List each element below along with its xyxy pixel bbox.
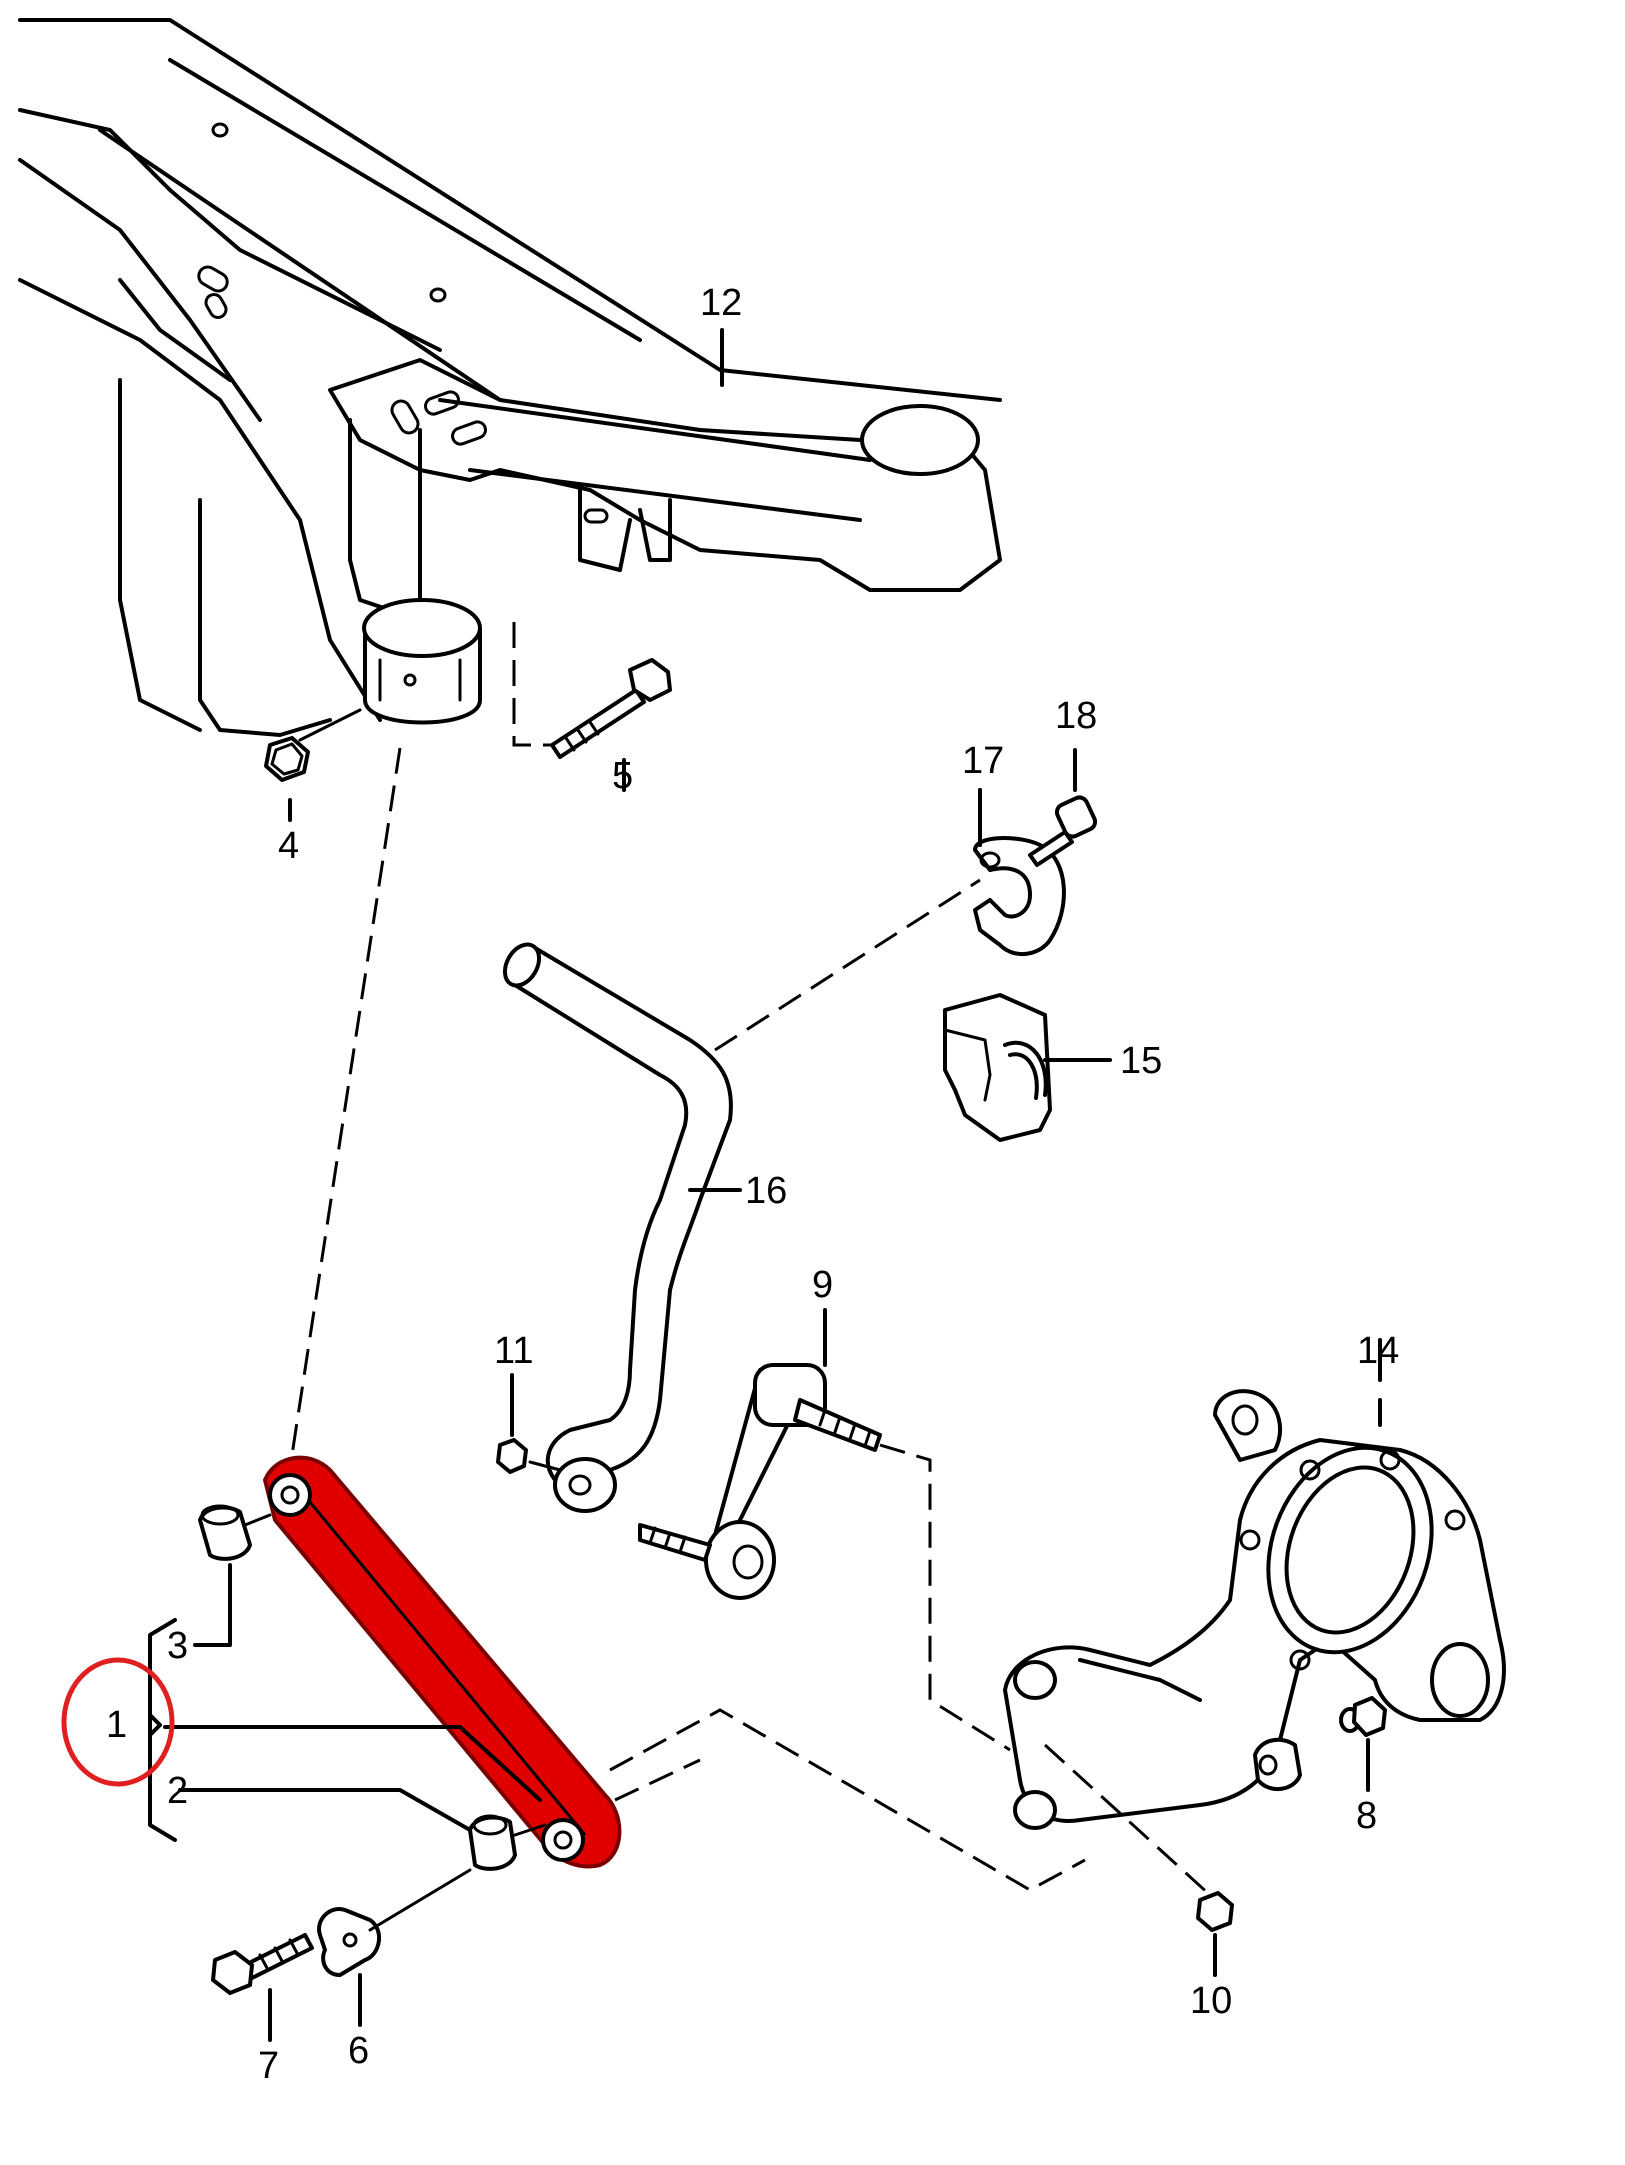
wheel-bearing-housing-part-14 <box>1003 1338 1506 1830</box>
label-part-8: 8 <box>1356 1795 1377 1837</box>
label-part-12: 12 <box>700 282 742 324</box>
label-part-4: 4 <box>278 825 299 867</box>
label-part-10: 10 <box>1190 1980 1232 2022</box>
label-part-3: 3 <box>167 1625 188 1667</box>
bolt-part-8 <box>1339 1696 1387 1792</box>
label-part-2: 2 <box>167 1770 188 1812</box>
label-part-16: 16 <box>745 1170 787 1212</box>
label-part-15: 15 <box>1120 1040 1162 1082</box>
bushing-part-2 <box>178 1788 547 1871</box>
nut-part-10 <box>1043 1743 1234 1977</box>
label-part-5: 5 <box>612 755 633 797</box>
label-part-17: 17 <box>962 740 1004 782</box>
bolt-part-5 <box>512 622 672 792</box>
label-part-18: 18 <box>1055 695 1097 737</box>
bushing-part-3 <box>193 1504 272 1647</box>
label-part-1: 1 <box>106 1704 127 1746</box>
stabilizer-bar-part-16 <box>502 878 981 1513</box>
bolt-part-18 <box>1028 748 1098 867</box>
subframe-part-12 <box>18 18 1002 737</box>
bolt-part-7 <box>211 1933 314 2042</box>
label-part-9: 9 <box>812 1264 833 1306</box>
clamp-part-17 <box>973 788 1066 957</box>
label-part-11: 11 <box>494 1330 533 1372</box>
bushing-part-15 <box>943 993 1112 1142</box>
nut-part-11 <box>496 1373 562 1474</box>
transverse-arm-part-1 <box>262 1455 622 1869</box>
label-part-14: 14 <box>1357 1330 1399 1372</box>
eccentric-washer-part-6 <box>317 1868 472 2027</box>
label-part-6: 6 <box>348 2030 369 2072</box>
nut-part-4 <box>264 708 362 822</box>
coupling-rod-part-9 <box>638 1308 1011 1752</box>
part-1-highlight-circle <box>61 1657 175 1787</box>
part-1-leader <box>148 1618 542 1842</box>
label-part-7: 7 <box>258 2045 279 2087</box>
